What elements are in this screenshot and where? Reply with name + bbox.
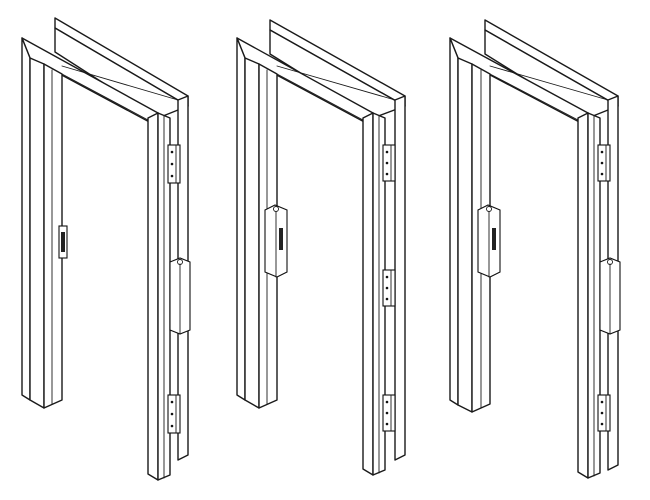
lock-box-left: [477, 204, 501, 278]
lock-box-right: [599, 257, 621, 335]
lock-box: [169, 257, 191, 335]
hinge-top: [167, 144, 181, 184]
door-frame-1: [21, 17, 191, 481]
lock-box: [264, 204, 288, 278]
hinge-top: [597, 144, 611, 182]
hinge-top: [382, 144, 396, 182]
door-frame-3: [449, 19, 621, 479]
hinge-middle: [382, 269, 396, 307]
hinge-bottom: [597, 394, 611, 432]
hinge-bottom: [167, 394, 181, 434]
strike-plate: [58, 225, 68, 259]
hinge-bottom: [382, 394, 396, 432]
door-frame-2: [236, 19, 406, 476]
